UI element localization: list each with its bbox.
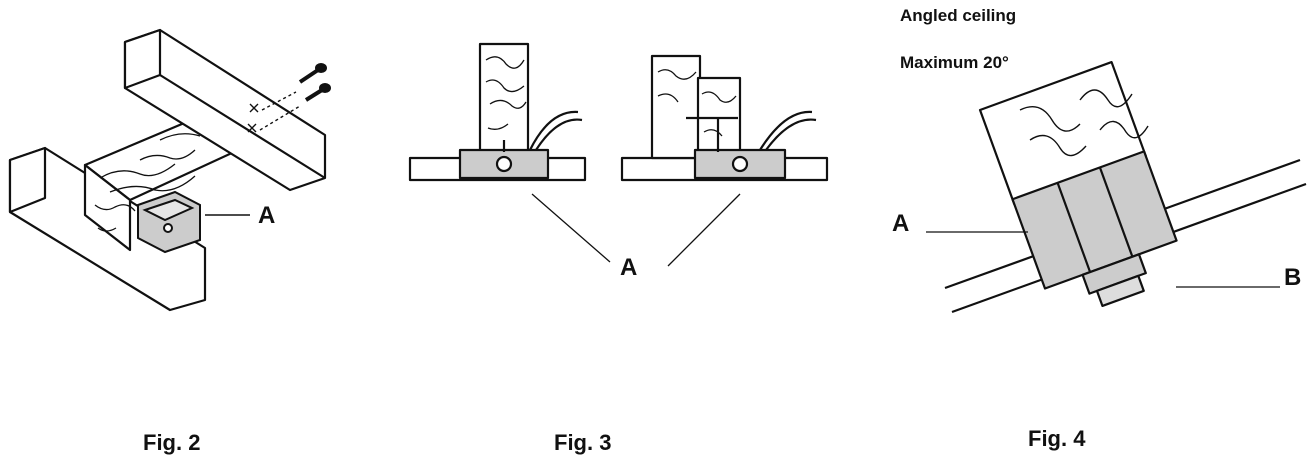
callout-a: A <box>258 202 276 229</box>
wood-block-left <box>478 42 530 154</box>
callout-b: B <box>1284 264 1302 291</box>
note-angled-ceiling: Angled ceiling <box>900 6 1017 25</box>
figure-4: Angled ceiling Maximum 20° <box>860 0 1312 462</box>
angled-ceiling-illustration <box>926 60 1307 314</box>
callout-a: A <box>892 210 910 237</box>
figure-2: A Fig. 2 <box>0 0 400 462</box>
note-maximum-angle: Maximum 20° <box>900 53 1009 72</box>
figure-caption: Fig. 3 <box>554 430 612 455</box>
figure-caption: Fig. 2 <box>143 430 201 455</box>
figure-caption: Fig. 4 <box>1028 426 1086 451</box>
mount-side-view-illustration <box>408 42 829 267</box>
screws <box>298 63 331 102</box>
callout-a: A <box>620 254 638 281</box>
mounting-bracket <box>137 190 201 254</box>
figure-3: A Fig. 3 <box>400 0 860 462</box>
joist-bracket-illustration <box>8 28 331 312</box>
